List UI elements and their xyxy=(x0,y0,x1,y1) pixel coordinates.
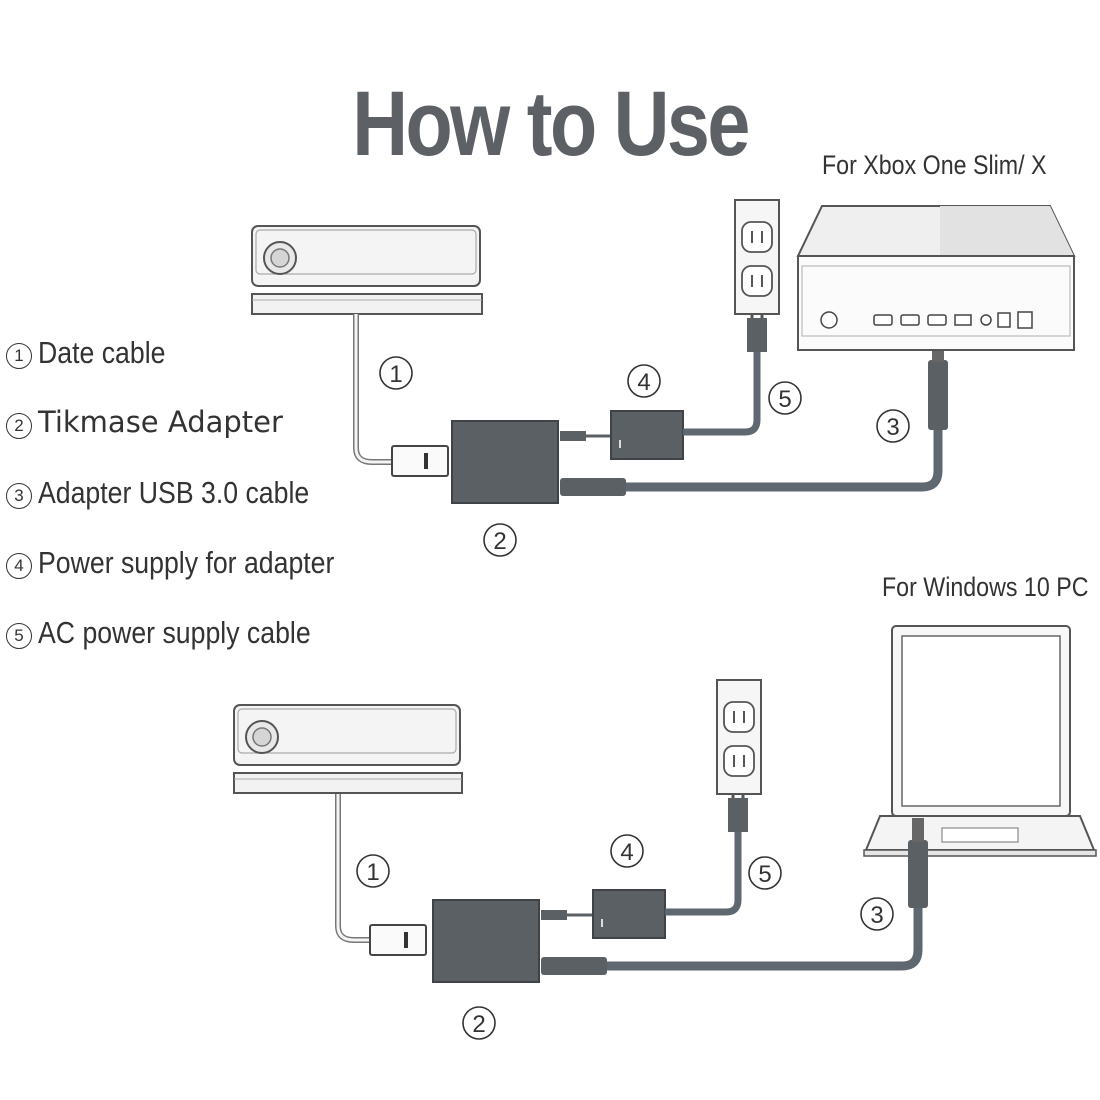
legend-label: Power supply for adapter xyxy=(38,545,335,580)
pc-caption: For Windows 10 PC xyxy=(882,572,1089,602)
xbox-console-icon xyxy=(796,205,1076,351)
legend-label: Tikmase Adapter xyxy=(38,405,283,439)
legend-item: 3 Adapter USB 3.0 cable xyxy=(6,475,383,545)
legend-item: 1 Date cable xyxy=(6,335,383,405)
usb-plug-vertical-icon xyxy=(928,360,948,430)
marker-4-label: 4 xyxy=(620,839,633,866)
legend: 1 Date cable 2 Tikmase Adapter 3 Adapter… xyxy=(6,335,383,685)
xbox-setup xyxy=(251,199,1076,504)
wall-outlet-icon xyxy=(716,679,762,795)
legend-label: Adapter USB 3.0 cable xyxy=(38,475,310,510)
marker-5: 5 xyxy=(768,381,802,415)
pc-setup xyxy=(233,625,1097,983)
usb-plug-icon xyxy=(541,957,607,975)
legend-label: AC power supply cable xyxy=(38,615,311,650)
legend-number: 3 xyxy=(6,483,32,509)
marker-4: 4 xyxy=(627,364,661,398)
marker-5-label: 5 xyxy=(778,386,791,413)
marker-3: 3 xyxy=(860,897,894,931)
marker-3: 3 xyxy=(876,409,910,443)
marker-1-label: 1 xyxy=(366,859,379,886)
xbox-caption: For Xbox One Slim/ X xyxy=(822,150,1047,180)
power-supply-icon xyxy=(610,410,684,460)
dc-plug-icon xyxy=(541,910,567,920)
legend-item: 4 Power supply for adapter xyxy=(6,545,383,615)
usb-plug-icon xyxy=(560,478,626,496)
marker-3-label: 3 xyxy=(886,414,899,441)
page-title: How to Use xyxy=(352,73,750,175)
ac-plug-icon xyxy=(747,318,767,352)
legend-number: 5 xyxy=(6,623,32,649)
wall-outlet-icon xyxy=(734,199,780,315)
marker-4-label: 4 xyxy=(637,369,650,396)
legend-item: 5 AC power supply cable xyxy=(6,615,383,685)
marker-1: 1 xyxy=(379,356,413,390)
legend-number: 4 xyxy=(6,553,32,579)
tikmase-adapter-icon xyxy=(451,420,559,504)
marker-3-label: 3 xyxy=(870,902,883,929)
marker-1-label: 1 xyxy=(389,361,402,388)
marker-2-label: 2 xyxy=(472,1011,485,1038)
marker-5: 5 xyxy=(748,856,782,890)
marker-5-label: 5 xyxy=(758,861,771,888)
marker-2: 2 xyxy=(483,523,517,557)
kinect-sensor-icon xyxy=(251,225,483,315)
tikmase-adapter-icon xyxy=(432,899,540,983)
data-plug-icon xyxy=(369,924,427,956)
legend-label: Date cable xyxy=(38,335,166,370)
laptop-icon xyxy=(863,625,1097,857)
ac-plug-icon xyxy=(728,798,748,832)
marker-2: 2 xyxy=(462,1006,496,1040)
marker-4: 4 xyxy=(610,834,644,868)
kinect-sensor-icon xyxy=(233,704,463,794)
legend-number: 1 xyxy=(6,343,32,369)
legend-number: 2 xyxy=(6,413,32,439)
dc-plug-icon xyxy=(560,431,586,441)
marker-1: 1 xyxy=(356,854,390,888)
marker-2-label: 2 xyxy=(493,528,506,555)
usb-plug-vertical-icon xyxy=(908,840,928,908)
data-plug-icon xyxy=(391,445,449,477)
power-supply-icon xyxy=(592,889,666,939)
legend-item: 2 Tikmase Adapter xyxy=(6,405,383,475)
